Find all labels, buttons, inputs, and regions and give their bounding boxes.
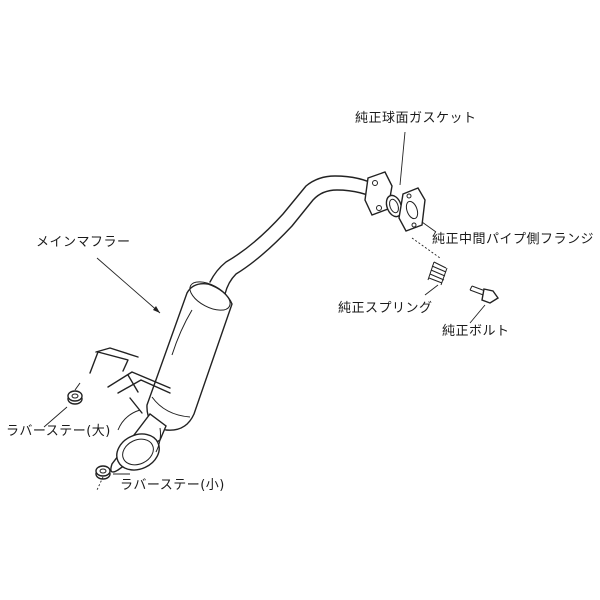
spherical-gasket bbox=[385, 194, 403, 218]
hanger-bracket bbox=[89, 347, 171, 414]
oem-bolt bbox=[469, 285, 500, 304]
leader-lines bbox=[43, 131, 486, 475]
rubber-stay-large bbox=[67, 382, 83, 405]
label-main-muffler: メインマフラー bbox=[36, 235, 131, 250]
label-oem-bolt: 純正ボルト bbox=[442, 324, 510, 339]
tail-pipe bbox=[110, 409, 167, 473]
rubber-stay-small bbox=[95, 465, 111, 491]
label-oem-spring: 純正スプリング bbox=[338, 301, 433, 316]
label-oem-mid-pipe-flange: 純正中間パイプ側フランジ bbox=[432, 232, 595, 247]
exhaust-pipe bbox=[209, 175, 387, 295]
main-muffler bbox=[146, 281, 233, 431]
mid-pipe-flange bbox=[398, 187, 426, 232]
oem-spring bbox=[427, 261, 448, 286]
label-rubber-stay-large: ラバーステー(大) bbox=[6, 424, 111, 439]
label-rubber-stay-small: ラバーステー(小) bbox=[120, 478, 225, 493]
label-oem-spherical-gasket: 純正球面ガスケット bbox=[355, 111, 477, 126]
